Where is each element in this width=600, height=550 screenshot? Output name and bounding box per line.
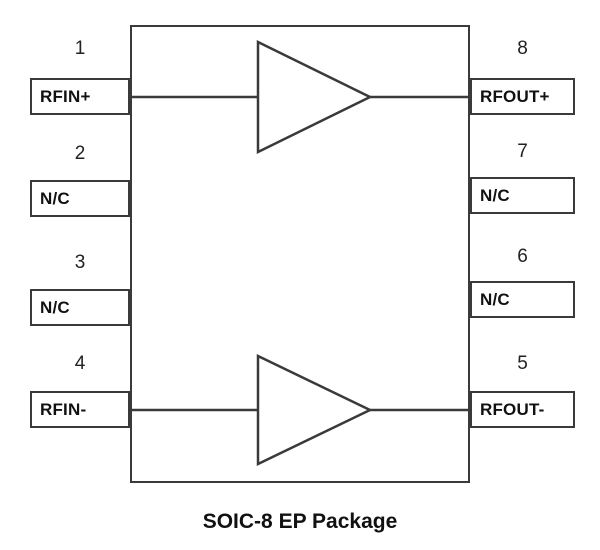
pin-box-rfout-plus: RFOUT+ xyxy=(470,78,575,115)
pin-box-nc-3: N/C xyxy=(30,289,130,326)
package-caption: SOIC-8 EP Package xyxy=(202,510,398,533)
pin-box-rfout-minus: RFOUT- xyxy=(470,391,575,428)
pin-label-rfout-minus: RFOUT- xyxy=(480,399,545,419)
pin-label-nc-3: N/C xyxy=(40,297,70,317)
pin-number-7: 7 xyxy=(517,141,528,162)
pin-number-2: 2 xyxy=(74,143,86,164)
pin-label-rfin-plus: RFIN+ xyxy=(40,86,91,106)
pin-number-3: 3 xyxy=(74,252,86,273)
pin-box-nc-2: N/C xyxy=(30,180,130,217)
pin-box-rfin-plus: RFIN+ xyxy=(30,78,130,115)
pin-label-nc-7: N/C xyxy=(480,185,510,205)
pin-number-8: 8 xyxy=(517,38,528,59)
ic-body xyxy=(130,25,470,483)
pin-label-rfout-plus: RFOUT+ xyxy=(480,86,550,106)
pin-label-nc-6: N/C xyxy=(480,289,510,309)
pin-number-6: 6 xyxy=(517,246,528,267)
pin-number-1: 1 xyxy=(74,38,86,59)
pin-box-nc-6: N/C xyxy=(470,281,575,318)
pin-number-5: 5 xyxy=(517,353,528,374)
pin-label-rfin-minus: RFIN- xyxy=(40,399,87,419)
pin-box-nc-7: N/C xyxy=(470,177,575,214)
pin-label-nc-2: N/C xyxy=(40,188,70,208)
pin-number-4: 4 xyxy=(74,353,86,374)
pin-box-rfin-minus: RFIN- xyxy=(30,391,130,428)
